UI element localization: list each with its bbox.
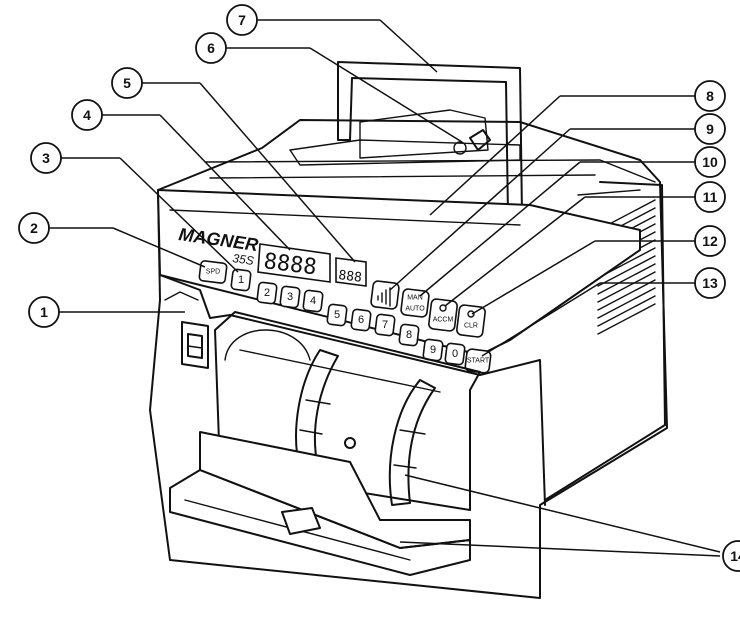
leader-14a [404,474,721,553]
hopper-frame [289,61,523,217]
output-tray [169,431,471,576]
digit-key[interactable]: 5 [326,303,348,327]
stacker-wheel-right [388,379,436,506]
callout-2: 2 [18,212,50,244]
svg-text:6: 6 [358,314,364,326]
vent-slat [597,303,656,335]
callout-14: 14 [722,540,740,572]
control-panel [157,189,641,356]
vent-slat [597,263,656,295]
leader-12 [471,240,596,315]
callout-13: 13 [694,267,726,299]
callout-4: 4 [71,99,103,131]
svg-text:12: 12 [702,233,718,249]
svg-text:7: 7 [382,319,388,331]
digit-key[interactable]: 9 [422,338,444,362]
main-display: 8888 [257,243,331,283]
signal-bars-icon [377,287,391,307]
svg-text:6: 6 [207,40,215,56]
callouts: 1 2 3 4 5 6 7 8 9 10 11 12 13 14 [18,4,740,572]
digit-key[interactable]: 8 [398,323,420,347]
man-label: MAN [407,295,423,302]
svg-text:4: 4 [83,107,91,123]
callout-7: 7 [226,4,258,36]
leader-9 [389,128,571,291]
accm-button[interactable]: ACCM [428,298,458,332]
digit-key[interactable]: 4 [302,289,324,313]
callout-1: 1 [28,296,60,328]
auto-label: AUTO [405,306,425,313]
spd-button[interactable]: SPD [198,260,228,284]
clr-button[interactable]: CLR [456,304,486,338]
leader-8 [429,95,561,216]
callout-11: 11 [694,181,726,213]
leader-lines [49,19,721,557]
svg-text:7: 7 [238,12,246,28]
small-display: 888 [335,257,367,287]
svg-text:2: 2 [264,287,270,299]
vent-slat [597,295,656,327]
vent-slat [597,287,656,319]
model-text: 35S [232,251,255,268]
callout-10: 10 [694,146,726,178]
accm-indicator-led [439,304,447,312]
digit-key[interactable]: 7 [374,313,396,337]
leader-10 [419,161,581,297]
svg-text:14: 14 [730,548,740,564]
vent-slat [597,255,656,287]
digit-key[interactable]: 2 [256,281,278,305]
svg-text:8: 8 [706,88,714,104]
leader-6 [309,47,463,143]
svg-text:1: 1 [238,274,244,286]
svg-text:5: 5 [123,75,131,91]
man-auto-button[interactable]: MAN AUTO [400,288,430,318]
front-body [159,274,546,506]
leader-2 [112,227,206,268]
svg-text:4: 4 [310,295,316,307]
vent-slat [597,279,656,311]
callout-5: 5 [111,67,143,99]
small-display-digits: 888 [338,268,363,286]
svg-text:11: 11 [703,189,718,205]
digit-key[interactable]: 1 [230,268,252,292]
svg-text:2: 2 [30,220,38,236]
svg-text:0: 0 [452,348,458,360]
svg-text:9: 9 [706,121,714,137]
accm-label: ACCM [433,317,454,324]
digit-key[interactable]: 0 [444,342,466,366]
leader-11 [444,196,586,307]
svg-text:5: 5 [334,309,340,321]
leader-4 [159,114,291,251]
start-label: START [467,358,490,365]
digit-keypad: 1 2 3 4 5 6 7 8 9 0 [230,268,466,366]
callout-9: 9 [694,113,726,145]
callout-12: 12 [694,225,726,257]
svg-text:1: 1 [40,304,48,320]
leader-3 [119,157,239,273]
svg-text:3: 3 [42,150,50,166]
stacker-sensor [344,437,356,449]
leader-14b [399,541,721,557]
vent-slat [597,271,656,303]
callout-3: 3 [30,142,62,174]
tray-handle [281,507,321,535]
digit-key[interactable]: 3 [279,285,301,309]
clr-label: CLR [464,323,478,330]
svg-text:10: 10 [702,154,718,170]
clr-indicator-led [467,310,475,318]
spd-label: SPD [206,269,220,276]
digit-key[interactable]: 6 [350,308,372,332]
svg-text:13: 13 [702,275,718,291]
leader-7 [379,19,438,73]
callout-6: 6 [195,32,227,64]
leader-5 [199,82,356,263]
svg-text:8: 8 [406,329,412,341]
leader-13 [481,282,601,357]
power-switch[interactable] [181,321,209,369]
callout-8: 8 [694,80,726,112]
svg-text:9: 9 [430,344,436,356]
svg-text:3: 3 [287,291,293,303]
